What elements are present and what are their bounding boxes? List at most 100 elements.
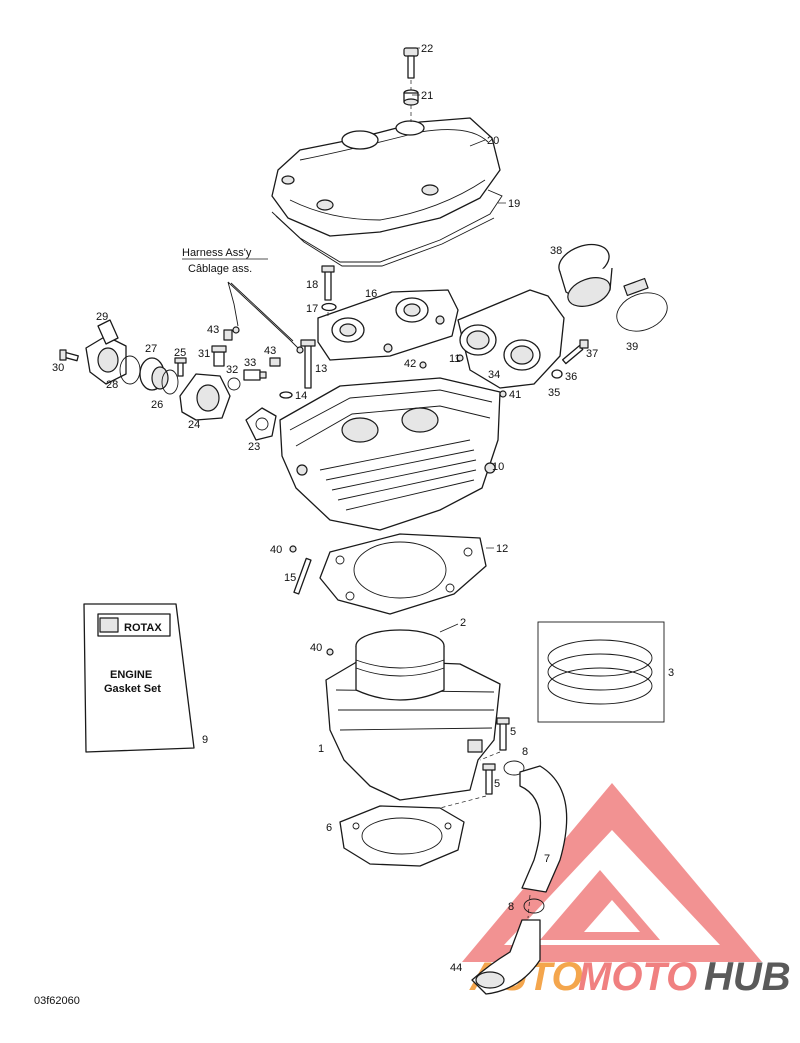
part-40-plug-b — [326, 648, 334, 656]
callout-22: 22 — [421, 43, 433, 55]
part-6-base-gasket — [339, 805, 465, 867]
callout-5-lower: 5 — [494, 778, 500, 790]
callout-34: 34 — [488, 369, 500, 381]
part-14-washer — [279, 391, 293, 399]
part-23-gasket — [245, 407, 277, 441]
callout-20: 20 — [487, 135, 499, 147]
callout-38: 38 — [550, 245, 562, 257]
part-3-piston-rings — [537, 621, 665, 723]
callout-33: 33 — [244, 357, 256, 369]
part-18-screw — [321, 265, 335, 301]
part-40-plug-a — [289, 545, 297, 553]
callout-11: 11 — [449, 353, 460, 365]
callout-6: 6 — [326, 822, 332, 834]
part-31-sensor — [211, 345, 227, 367]
callout-12: 12 — [496, 543, 508, 555]
callout-3: 3 — [668, 667, 674, 679]
callout-2: 2 — [460, 617, 466, 629]
callout-31: 31 — [198, 348, 210, 360]
part-22-bolt — [403, 47, 419, 79]
callout-14: 14 — [295, 390, 307, 402]
part-8-clamp-b — [523, 898, 545, 914]
callout-36: 36 — [565, 371, 577, 383]
part-29-elbow — [85, 319, 127, 385]
callout-24: 24 — [188, 419, 200, 431]
part-43-connector-a — [223, 329, 233, 341]
callout-1: 1 — [318, 743, 324, 755]
watermark-text-moto: MOTO — [578, 955, 697, 999]
part-5-screw-b — [482, 763, 496, 795]
part-37-screw — [561, 339, 589, 365]
callout-41: 41 — [509, 389, 521, 401]
part-16-camshaft-holder — [317, 289, 459, 361]
callout-43-right: 43 — [264, 345, 276, 357]
callout-39: 39 — [626, 341, 638, 353]
part-41-plug — [499, 390, 507, 398]
part-13-stud — [300, 339, 316, 389]
part-12-head-gasket — [319, 533, 487, 615]
callout-40-lower: 40 — [310, 642, 322, 654]
callout-15: 15 — [284, 572, 296, 584]
callout-42: 42 — [404, 358, 416, 370]
part-21-nut — [403, 89, 419, 106]
harness-label-line2: Câblage ass. — [188, 263, 252, 275]
watermark-text-hub: HUB — [704, 955, 791, 999]
part-43-connector-b — [269, 357, 281, 367]
harness-wire — [227, 281, 304, 354]
callout-13: 13 — [315, 363, 327, 375]
part-19-cover-gasket — [271, 189, 503, 267]
part-15-stud — [293, 557, 312, 595]
callout-7: 7 — [544, 853, 550, 865]
callout-9: 9 — [202, 734, 208, 746]
part-42-plug — [419, 361, 427, 369]
callout-18: 18 — [306, 279, 318, 291]
part-8-clamp-a — [503, 760, 525, 776]
callout-26: 26 — [151, 399, 163, 411]
harness-label-line1: Harness Ass'y — [182, 247, 252, 259]
gasket-set-title: ENGINE — [110, 669, 152, 681]
part-38-rubber-boot — [558, 243, 613, 307]
part-25-screw — [174, 357, 187, 377]
part-11-bolt — [456, 354, 464, 362]
callout-23: 23 — [248, 441, 260, 453]
part-5-screw-a — [496, 717, 510, 751]
part-20-valve-cover — [271, 117, 501, 237]
part-27-thermostat — [139, 357, 169, 391]
callout-30: 30 — [52, 362, 64, 374]
callout-21: 21 — [421, 90, 433, 102]
part-2-piston — [355, 629, 445, 701]
callout-5-upper: 5 — [510, 726, 516, 738]
callout-29: 29 — [96, 311, 108, 323]
gasket-set-subtitle: Gasket Set — [104, 683, 161, 695]
figure-code: 03f62060 — [34, 995, 80, 1007]
callout-44: 44 — [450, 962, 462, 974]
callout-16: 16 — [365, 288, 377, 300]
part-36-washer — [551, 369, 563, 379]
callout-28: 28 — [106, 379, 118, 391]
callout-27: 27 — [145, 343, 157, 355]
callout-40-upper: 40 — [270, 544, 282, 556]
part-44-water-pump-housing — [471, 919, 541, 995]
callout-8-lower: 8 — [508, 901, 514, 913]
callout-32: 32 — [226, 364, 238, 376]
callout-43-left: 43 — [207, 324, 219, 336]
callout-25: 25 — [174, 347, 186, 359]
part-32-o-ring — [227, 377, 241, 391]
callout-37: 37 — [586, 348, 598, 360]
callout-19: 19 — [508, 198, 520, 210]
callout-35: 35 — [548, 387, 560, 399]
gasket-set-brand: ROTAX — [124, 622, 162, 634]
callout-17: 17 — [306, 303, 318, 315]
automotohub-logo — [462, 783, 762, 962]
part-9-engine-gasket-set — [83, 603, 195, 753]
part-24-thermostat-housing — [179, 373, 231, 421]
part-26-ring — [161, 369, 179, 395]
part-10-cylinder-head — [279, 377, 501, 531]
callout-10: 10 — [492, 461, 504, 473]
part-7-coolant-hose — [519, 765, 568, 893]
part-33-sensor — [243, 369, 267, 381]
callout-8-upper: 8 — [522, 746, 528, 758]
part-17-washer — [321, 302, 337, 312]
part-34-35-intake-manifold — [457, 289, 565, 389]
